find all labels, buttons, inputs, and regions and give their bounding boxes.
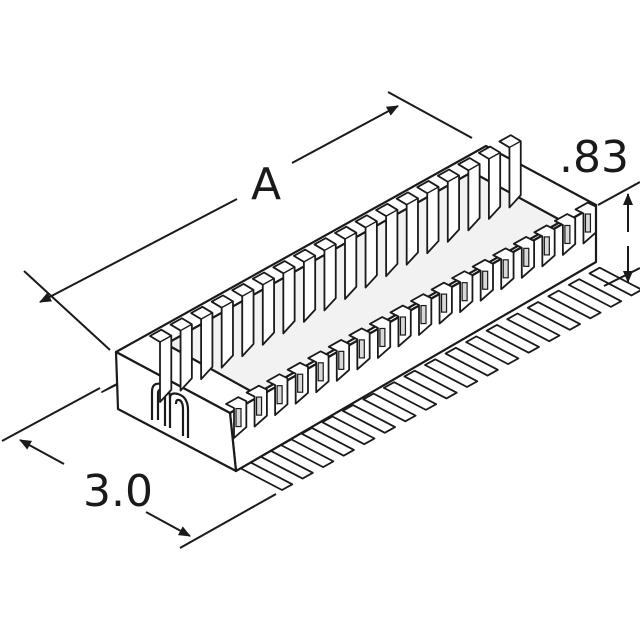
dimension-height-label: .83 <box>559 132 629 183</box>
back-contact-edge <box>344 232 357 240</box>
back-contact-edge <box>159 335 172 343</box>
front-contact-slot <box>420 304 427 325</box>
back-contact-row <box>149 134 522 403</box>
dimension-width-arrow-left <box>19 439 65 465</box>
front-solder-leg <box>321 415 376 446</box>
front-solder-leg <box>465 335 520 366</box>
back-contact-edge <box>282 266 295 274</box>
dimension-height-extension-bottom <box>603 267 640 287</box>
back-contact-edge <box>488 151 501 160</box>
back-contact-edge <box>262 277 275 286</box>
dimension-a <box>23 91 473 351</box>
dimension-width-extension-left <box>1 387 101 442</box>
front-solder-leg <box>547 289 602 320</box>
front-solder-leg <box>567 278 623 308</box>
front-solder-leg <box>424 358 479 388</box>
dimension-height <box>597 181 640 287</box>
front-solder-leg <box>382 381 438 411</box>
dimension-a-extension-right <box>387 91 473 139</box>
dimension-a-label: A <box>251 159 281 210</box>
dimension-width-label: 3.0 <box>83 466 153 517</box>
front-contact-slot <box>255 396 263 416</box>
back-contact-edge <box>324 243 337 252</box>
front-solder-leg <box>341 404 396 434</box>
front-contact-slot <box>338 350 345 370</box>
front-contact-slot <box>399 316 407 336</box>
front-contact-slot <box>440 293 448 313</box>
back-contact-edge <box>221 300 234 309</box>
front-solder-leg <box>506 312 561 343</box>
back-contact-edge <box>385 209 398 217</box>
back-contact-edge <box>303 254 316 263</box>
dimension-width <box>1 387 277 549</box>
back-contact-edge <box>241 289 254 297</box>
housing-end-face <box>114 350 238 473</box>
front-solder-leg <box>526 301 581 331</box>
back-contact-edge <box>467 163 480 171</box>
back-contact-edge <box>447 174 460 183</box>
front-contact-slot <box>543 236 550 256</box>
front-solder-leg <box>444 346 499 377</box>
front-solder-leg <box>403 369 458 400</box>
front-contact-slot <box>317 362 324 382</box>
dimension-a-arrow-left <box>39 198 238 303</box>
dimension-a-arrow-right <box>291 105 399 164</box>
dimension-a-extension-left <box>23 270 111 351</box>
front-contact-slot <box>482 270 489 290</box>
dimension-width-arrow-right <box>145 511 191 537</box>
front-contact-slot <box>358 339 365 359</box>
front-contact-slot <box>584 213 592 233</box>
front-solder-leg <box>362 392 417 423</box>
front-solder-leg <box>485 324 540 354</box>
front-contact-slot <box>276 385 283 405</box>
front-contact-slot <box>297 373 304 393</box>
dimension-height-extension-top <box>597 181 640 206</box>
dimension-width-extension-right <box>179 493 277 549</box>
front-contact-slot <box>461 282 468 302</box>
back-contact-edge <box>406 197 419 206</box>
back-contact-edge <box>509 140 522 149</box>
front-contact-slot <box>564 224 571 245</box>
front-contact-slot <box>379 327 386 348</box>
back-contact-edge <box>200 312 213 320</box>
back-contact-edge <box>365 220 378 229</box>
front-contact-slot <box>502 259 509 279</box>
back-contact-edge <box>180 323 193 332</box>
front-contact-row <box>225 201 597 439</box>
front-contact-slot <box>235 407 242 428</box>
back-contact-edge <box>426 186 439 194</box>
front-contact-slot <box>523 247 530 267</box>
